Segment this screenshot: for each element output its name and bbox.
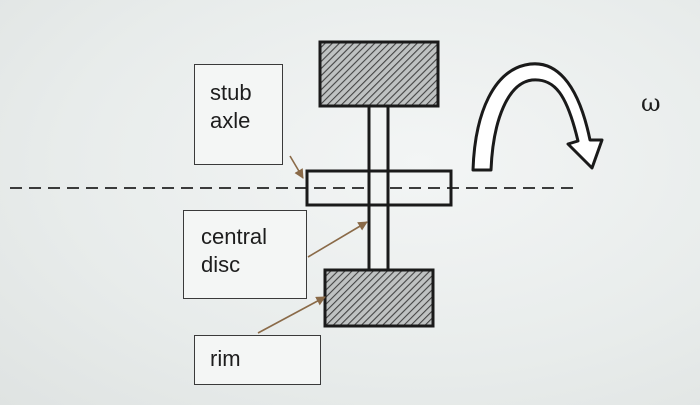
central-disc-label: central disc: [183, 210, 307, 299]
rim-label-text: rim: [210, 346, 241, 371]
rim-bottom: [323, 268, 435, 328]
rim-top: [318, 40, 440, 108]
stub-axle-shape: [305, 169, 453, 207]
central-disc-label-line1: central: [201, 224, 268, 249]
angular-velocity-symbol: ω: [641, 89, 661, 117]
stub-axle-label-line2: axle: [210, 108, 251, 133]
stub-axle-pointer: [289, 155, 304, 179]
central-disc-label-line2: disc: [201, 252, 241, 277]
rim-pointer: [257, 296, 326, 334]
central-disc-shape: [367, 104, 390, 272]
rotation-arrow-icon: [471, 62, 604, 172]
central-disc-pointer: [307, 221, 368, 258]
rim-label: rim: [194, 335, 321, 385]
stub-axle-label-line1: stub: [210, 80, 252, 105]
stub-axle-label: stub axle: [194, 64, 283, 165]
